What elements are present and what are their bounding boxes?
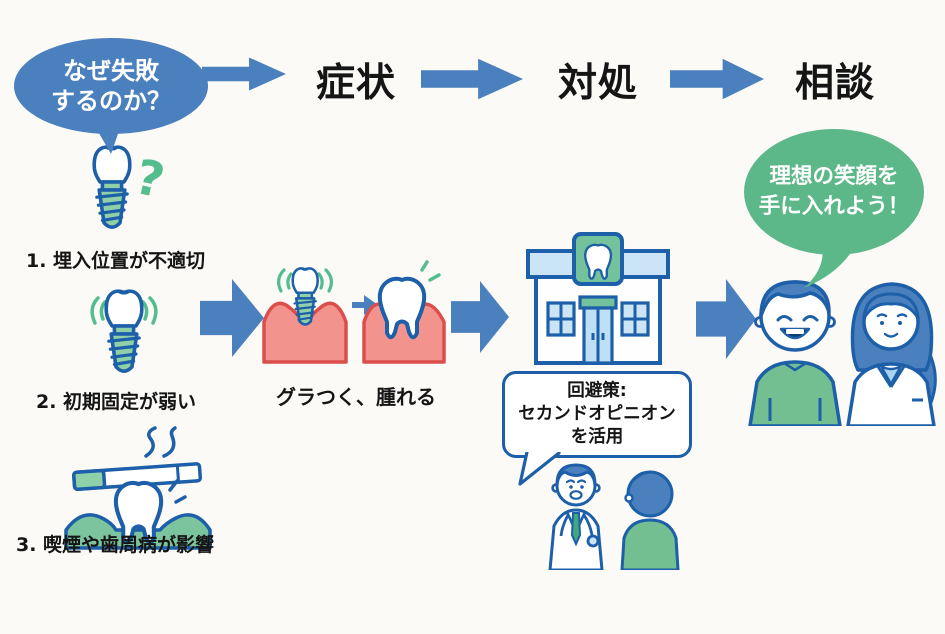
sparkle-marks [420, 260, 441, 282]
wobble-marks [277, 268, 333, 293]
advice-bubble: 回避策: セカンドオピニオン を活用 [502, 371, 692, 458]
doctor-patient-icon [548, 463, 680, 570]
symptom-caption: グラつく、腫れる [276, 385, 436, 409]
happy-patient-figure [748, 280, 842, 426]
flow-arrow-symptoms-to-clinic [451, 281, 509, 353]
small-arrow [352, 295, 378, 315]
advice-bubble-tail [518, 452, 561, 486]
flow-arrow-1 [202, 57, 286, 91]
gum-mound-green [64, 513, 212, 550]
clinic-window-left [546, 301, 576, 337]
stress-marks [168, 479, 187, 504]
step-label-symptoms: 症状 [316, 61, 397, 106]
implant-question-icon: ? [92, 145, 169, 230]
goal-bubble: 理想の笑顔を 手に入れよう！ [744, 129, 924, 255]
step-label-response: 対処 [558, 61, 639, 106]
advice-line3: を活用 [570, 426, 624, 447]
implant-wobble-icon [90, 289, 158, 374]
clinic-door [582, 306, 614, 365]
smoke-curls [144, 426, 177, 458]
dental-clinic-icon [526, 232, 670, 365]
cause-label-3: 3. 喫煙や歯周病が影響 [16, 534, 215, 556]
question-bubble-line1: なぜ失敗 [63, 57, 159, 85]
question-bubble: なぜ失敗 するのか？ [14, 38, 208, 134]
goal-line2: 手に入れよう！ [758, 194, 910, 219]
cause-label-1: 1. 埋入位置が不適切 [26, 250, 206, 272]
patient-figure-back [620, 470, 680, 570]
flow-arrow-3 [670, 58, 764, 100]
flow-arrow-causes-to-symptoms [200, 279, 264, 357]
step-label-consultation: 相談 [795, 61, 876, 106]
goal-line1: 理想の笑顔を [769, 163, 899, 189]
goal-bubble-tail [804, 246, 854, 288]
cigarette-tooth-icon [64, 426, 212, 550]
cause-label-2: 2. 初期固定が弱い [36, 391, 197, 413]
symptom-scene-icon [262, 260, 446, 364]
question-mark-glyph: ? [130, 149, 169, 210]
dentist-figure [846, 282, 937, 426]
clinic-window-right [620, 301, 650, 337]
patient-and-dentist-icon [748, 280, 937, 426]
doctor-figure [548, 463, 604, 570]
clinic-awning [578, 295, 618, 310]
question-bubble-line2: するのか？ [51, 87, 171, 115]
flow-arrow-2 [421, 58, 523, 100]
wobble-marks [90, 296, 158, 325]
advice-line2: セカンドオピニオン [518, 404, 676, 425]
advice-line1: 回避策: [567, 381, 627, 402]
